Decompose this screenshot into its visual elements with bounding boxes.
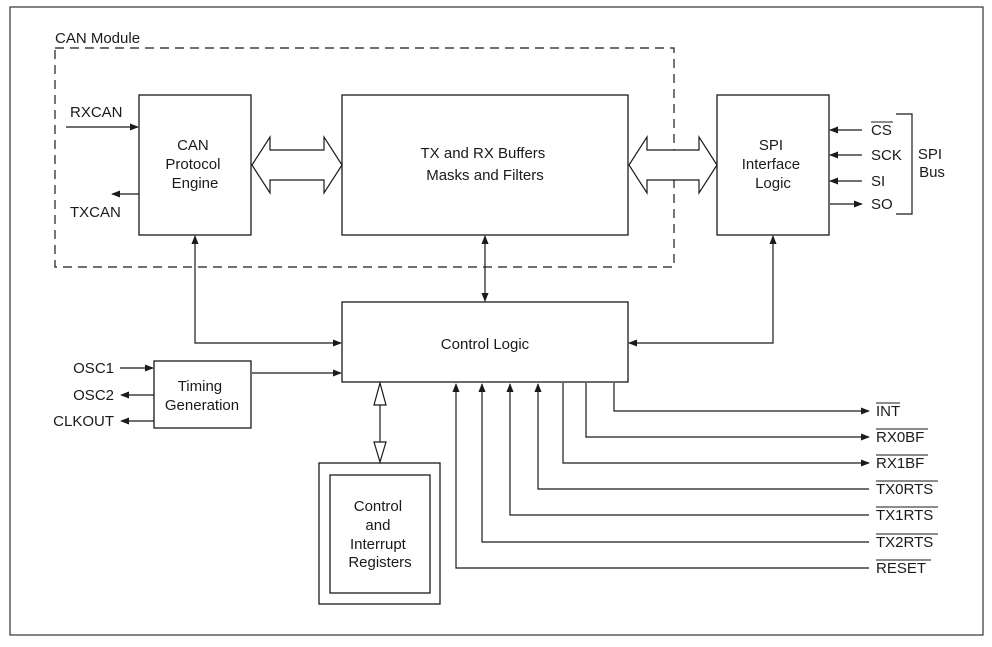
- osc1-label: OSC1: [73, 360, 114, 377]
- tx2rts-label: TX2RTS: [876, 534, 933, 551]
- osc2-label: OSC2: [73, 387, 114, 404]
- control-interrupt-registers-label: Control and Interrupt Registers: [348, 498, 411, 571]
- rx1bf-output-arrow: [562, 383, 870, 467]
- tx0rts-label: TX0RTS: [876, 481, 933, 498]
- reset-input-arrow: [452, 383, 869, 569]
- tx-rx-buffers-block: TX and RX Buffers Masks and Filters: [341, 94, 629, 236]
- int-output-arrow: [613, 383, 870, 415]
- control-interrupt-registers-block: Control and Interrupt Registers: [318, 462, 441, 605]
- si-label: SI: [871, 173, 885, 190]
- control-registers-link: [373, 380, 387, 465]
- control-logic-label: Control Logic: [441, 336, 530, 353]
- diagram-frame: [9, 6, 984, 636]
- cs-label: CS: [871, 122, 892, 139]
- spi-bus-label: SPI Bus: [918, 146, 946, 181]
- timing-generation-label: Timing Generation: [165, 378, 239, 414]
- can-protocol-engine-block: CAN Protocol Engine: [138, 94, 252, 236]
- engine-control-link: [191, 235, 342, 347]
- engine-buffers-bus-arrow: [251, 134, 343, 196]
- rx0bf-label: RX0BF: [876, 429, 924, 446]
- tx1rts-input-arrow: [506, 383, 869, 516]
- txcan-label: TXCAN: [70, 204, 121, 221]
- can-module-title: CAN Module: [55, 30, 140, 47]
- tx1rts-label: TX1RTS: [876, 507, 933, 524]
- spi-interface-logic-block: SPI Interface Logic: [716, 94, 830, 236]
- can-protocol-engine-label: CAN Protocol Engine: [165, 137, 224, 192]
- int-label: INT: [876, 403, 900, 420]
- timing-generation-block: Timing Generation: [153, 360, 252, 429]
- so-label: SO: [871, 196, 893, 213]
- spi-interface-logic-label: SPI Interface Logic: [742, 137, 805, 192]
- rxcan-label: RXCAN: [70, 104, 123, 121]
- spi-bus-bracket: [896, 113, 913, 215]
- reset-label: RESET: [876, 560, 926, 577]
- tx-rx-buffers-label: TX and RX Buffers Masks and Filters: [421, 145, 550, 184]
- buffers-spi-bus-arrow: [628, 134, 718, 196]
- spi-control-link: [628, 235, 777, 347]
- sck-label: SCK: [871, 147, 902, 164]
- control-logic-block: Control Logic: [341, 301, 629, 383]
- rx0bf-output-arrow: [585, 383, 870, 441]
- tx2rts-input-arrow: [478, 383, 869, 543]
- clkout-label: CLKOUT: [53, 413, 114, 430]
- rx1bf-label: RX1BF: [876, 455, 924, 472]
- tx0rts-input-arrow: [534, 383, 869, 490]
